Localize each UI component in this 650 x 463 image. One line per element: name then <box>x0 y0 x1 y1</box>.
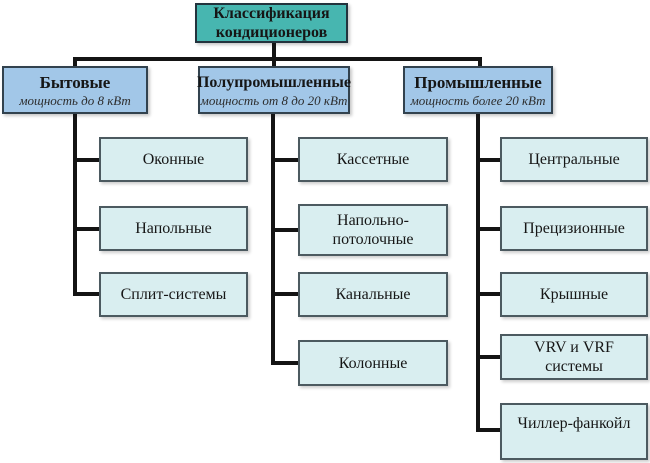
connector-stub-ducted <box>271 292 298 296</box>
connector-stub-split-systems <box>73 292 99 296</box>
node-floor: Напольные <box>99 206 248 251</box>
connector-root-drop <box>272 43 276 66</box>
connector-stub-column-type <box>271 361 298 365</box>
node-floor-ceiling-label: Напольно-потолочные <box>332 212 414 248</box>
node-split-systems: Сплит-системы <box>99 272 248 317</box>
node-chiller-fancoil: Чиллер-фанкойл <box>500 403 648 460</box>
node-floor-ceiling: Напольно-потолочные <box>298 204 448 256</box>
connector-stub-precision <box>476 227 500 231</box>
node-vrv-vrf: VRV и VRF системы <box>500 334 648 380</box>
node-chiller-fancoil-label: Чиллер-фанкойл <box>517 415 631 432</box>
category-industrial-power: мощность более 20 кВт <box>410 93 546 108</box>
connector-stub-vrv-vrf <box>476 355 500 359</box>
connector-trunk-semi-industrial <box>271 114 275 365</box>
category-industrial-name: Промышленные <box>414 73 542 92</box>
node-vrv-vrf-label: VRV и VRF системы <box>534 339 614 375</box>
category-household-power: мощность до 8 кВт <box>19 93 131 108</box>
node-ducted-label: Канальные <box>335 286 411 303</box>
node-precision: Прецизионные <box>500 206 648 251</box>
connector-stub-rooftop <box>476 292 500 296</box>
node-ducted: Канальные <box>298 272 448 317</box>
category-node-industrial: Промышленные мощность более 20 кВт <box>403 66 553 114</box>
node-floor-label: Напольные <box>135 220 212 237</box>
node-rooftop-label: Крышные <box>539 286 609 303</box>
root-node: Классификация кондиционеров <box>195 3 348 43</box>
connector-drop-industrial <box>478 57 482 66</box>
node-cassette-label: Кассетные <box>336 151 410 168</box>
category-semi-industrial-power: мощность от 8 до 20 кВт <box>200 93 348 108</box>
node-cassette: Кассетные <box>298 137 448 182</box>
node-window-label: Оконные <box>142 151 205 168</box>
category-household-name: Бытовые <box>39 73 111 92</box>
connector-stub-cassette <box>271 158 298 162</box>
node-precision-label: Прецизионные <box>523 220 625 237</box>
category-node-semi-industrial: Полупромышленные мощность от 8 до 20 кВт <box>196 66 352 114</box>
connector-stub-chiller-fancoil <box>476 428 500 432</box>
node-window: Оконные <box>99 137 248 182</box>
connector-trunk-industrial <box>476 114 480 432</box>
connector-trunk-household <box>73 114 77 296</box>
connector-stub-floor-ceiling <box>271 228 298 232</box>
node-column-type-label: Колонные <box>338 354 408 372</box>
category-node-household: Бытовые мощность до 8 кВт <box>2 66 148 114</box>
node-split-systems-label: Сплит-системы <box>120 286 227 303</box>
connector-stub-floor <box>73 227 99 231</box>
node-column-type: Колонные <box>298 340 448 386</box>
category-semi-industrial-name: Полупромышленные <box>196 74 352 91</box>
node-central-label: Центральные <box>528 151 620 168</box>
node-rooftop: Крышные <box>500 272 648 317</box>
connector-stub-central <box>476 158 500 162</box>
connector-drop-household <box>73 57 77 66</box>
connector-stub-window <box>73 158 99 162</box>
root-node-label: Классификация кондиционеров <box>213 5 330 41</box>
node-central: Центральные <box>500 137 648 182</box>
connector-top-horizontal <box>73 57 482 61</box>
